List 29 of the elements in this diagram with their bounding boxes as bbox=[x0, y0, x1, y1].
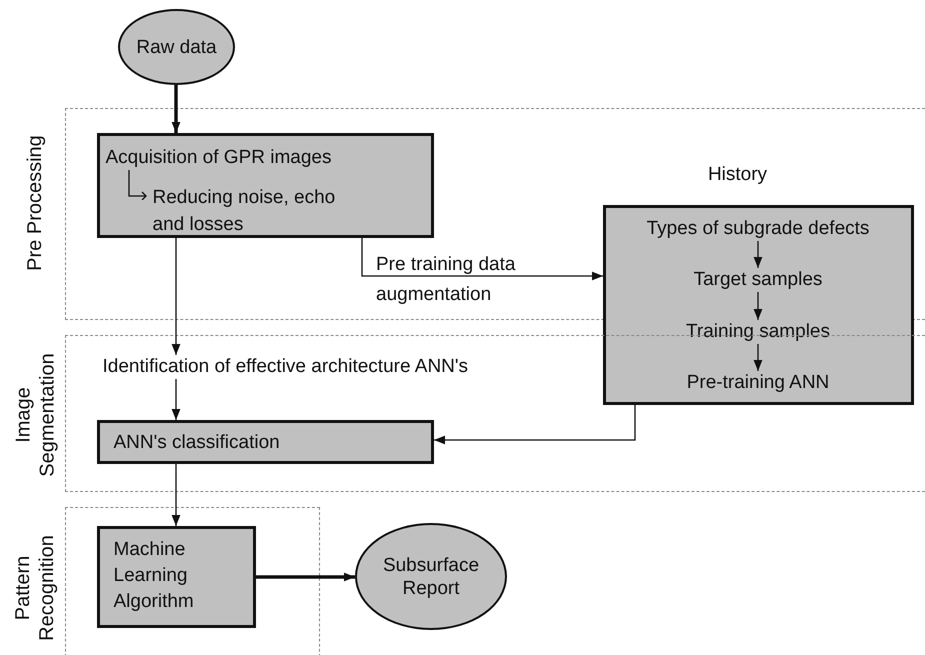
arrow bbox=[754, 241, 762, 268]
stage-label: Pre Processing bbox=[23, 134, 47, 273]
step-text: Target samples bbox=[613, 268, 903, 292]
node-label: Subsurface Report bbox=[382, 554, 480, 600]
step-text: Identification of effective architecture ANN's bbox=[102, 354, 542, 378]
arrow bbox=[361, 238, 603, 280]
process-box bbox=[96, 526, 256, 628]
arrow bbox=[172, 464, 180, 526]
node-label: ANN's classification bbox=[114, 430, 281, 454]
step-text: History bbox=[698, 162, 778, 186]
arrow bbox=[754, 292, 762, 320]
process-box bbox=[96, 132, 434, 238]
process-box bbox=[96, 420, 434, 464]
arrow bbox=[172, 379, 180, 420]
stage-label: Pattern Recognition bbox=[11, 534, 59, 643]
node-label: Acquisition of GPR images bbox=[106, 146, 332, 168]
stage-label: Image Segmentation bbox=[11, 352, 59, 478]
arrow bbox=[754, 344, 762, 371]
step-text: Types of subgrade defects bbox=[613, 217, 903, 241]
process-box bbox=[603, 205, 914, 405]
node-label: Reducing noise, echo and losses bbox=[152, 186, 336, 236]
node-label: Machine Learning Algorithm bbox=[114, 538, 195, 614]
arrow bbox=[256, 572, 355, 582]
node-label: Raw data bbox=[135, 36, 218, 58]
step-text: Pre-training ANN bbox=[613, 371, 903, 395]
arrow bbox=[172, 85, 180, 133]
arrow bbox=[434, 405, 636, 444]
arrow bbox=[172, 238, 180, 355]
edge-label: Pre training data augmentation bbox=[376, 253, 516, 307]
